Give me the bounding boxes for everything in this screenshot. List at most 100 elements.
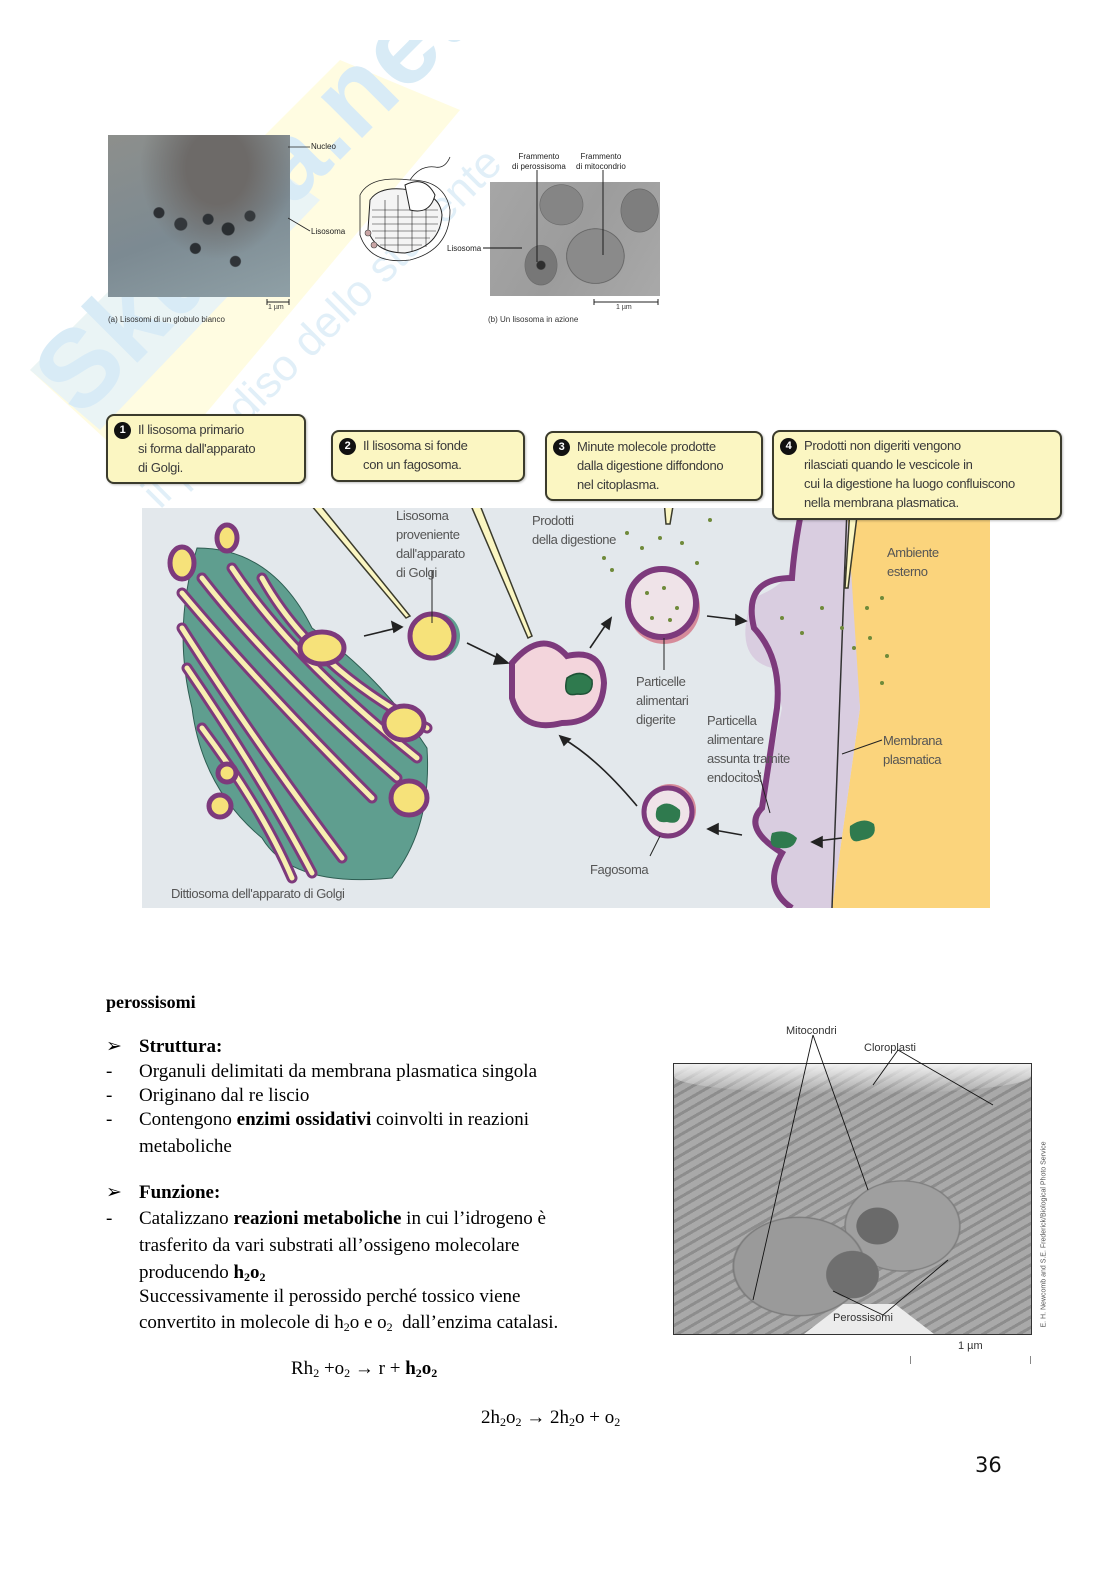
photo-credit-text: E. H. Newcomb and S.E. Frederick/Biologi… (1040, 1141, 1048, 1328)
cell-sketch (359, 156, 451, 262)
label-ambiente-esterno: Ambiente esterno (887, 543, 939, 581)
callout-1-line1: Il lisosoma primario (138, 422, 244, 437)
label-frammento-mitocondrio-line2: di mitocondrio (576, 162, 626, 171)
label-membrana-plasmatica: Membrana plasmatica (883, 731, 942, 769)
scale-bar-a (266, 299, 290, 305)
subscript: 2 (415, 1366, 422, 1380)
arrowhead-bullet-icon: ➢ (106, 1182, 122, 1203)
text-run: Rh (291, 1358, 314, 1379)
label-prodotti-line1: Prodotti (532, 513, 574, 528)
struttura-item-2-text: Originano dal re liscio (139, 1085, 310, 1106)
subscript: 2 (343, 1320, 350, 1334)
label-frammento-perossisoma-line2: di perossisoma (512, 162, 566, 171)
callout-1-line2: si forma dall'apparato (138, 441, 256, 456)
page-number: 36 (975, 1453, 1002, 1477)
equation-2: 2h2o2 → 2h2o + o2 (481, 1405, 620, 1430)
label-prodotti-line2: della digestione (532, 532, 616, 547)
label-particella-line1: Particella (707, 713, 757, 728)
text-run: 2h (550, 1407, 569, 1428)
label-prodotti-digestione: Prodotti della digestione (532, 511, 616, 549)
callout-2: 2 Il lisosoma si fonde con un fagosoma. (331, 430, 525, 482)
external-particle (849, 820, 875, 842)
process-arrows (363, 613, 843, 849)
label-lisosoma-golgi-line2: proveniente (396, 527, 460, 542)
subscript: 2 (614, 1415, 621, 1429)
funzione-heading-text: Funzione: (139, 1182, 221, 1203)
digestion-products (602, 518, 889, 685)
callout-4-line1: Prodotti non digeriti vengono (804, 438, 961, 453)
label-particella-line3: assunta tramite (707, 751, 790, 766)
label-ambiente-line1: Ambiente (887, 545, 939, 560)
label-ambiente-line2: esterno (887, 564, 928, 579)
caption-a: (a) Lisosomi di un globulo bianco (108, 315, 225, 324)
label-frammento-mitocondrio-line1: Frammento (580, 152, 622, 161)
label-frammento-perossisoma: Frammento di perossisoma (512, 152, 566, 172)
dash-bullet: - (106, 1085, 113, 1106)
step-number-3: 3 (553, 439, 570, 456)
text-run: o e o (349, 1312, 387, 1333)
micrograph-image (673, 1063, 1032, 1335)
funzione-line2: trasferito da vari substrati all’ossigen… (139, 1235, 520, 1256)
text-run: r + (378, 1358, 406, 1379)
bold-term-reazioni: reazioni metaboliche (233, 1208, 402, 1229)
scale-label-a: 1 µm (268, 304, 284, 311)
subscript: 2 (344, 1366, 351, 1380)
scale-label-b: 1 µm (616, 304, 632, 311)
subscript: 2 (515, 1415, 522, 1429)
funzione-line5: convertito in molecole di h2o e o2 dall’… (139, 1310, 558, 1335)
text-run: h (405, 1358, 416, 1379)
label-membrana-line2: plasmatica (883, 752, 942, 767)
struttura-item-1-text: Organuli delimitati da membrana plasmati… (139, 1061, 538, 1082)
label-particella-endocitosi: Particella alimentare assunta tramite en… (707, 711, 790, 787)
label-perossisomi: Perossisomi (833, 1312, 893, 1324)
label-particella-line4: endocitosi (707, 770, 762, 785)
text-run: coinvolti in reazioni (371, 1109, 529, 1130)
funzione-line3: producendo h2o2 (139, 1260, 266, 1285)
photo-credit: E. H. Newcomb and S.E. Frederick/Biologi… (1034, 1141, 1048, 1330)
label-lisosoma-golgi-line3: dall'apparato (396, 546, 465, 561)
endocytosis-particle (770, 831, 797, 849)
label-lisosoma-golgi-line1: Lisosoma (396, 508, 449, 523)
plasma-membrane-line (748, 508, 805, 908)
callout-4-line2: rilasciati quando le vescicole in (804, 457, 973, 472)
step-number-2: 2 (339, 438, 356, 455)
callout-4-line4: nella membrana plasmatica. (804, 495, 959, 510)
label-particelle-line3: digerite (636, 712, 676, 727)
primary-lysosome (407, 611, 460, 661)
struttura-item-3-text: Contengono enzimi ossidativi coinvolti i… (139, 1107, 529, 1132)
subscript: 2 (313, 1366, 320, 1380)
phagosome (641, 784, 696, 839)
callout-1: 1 Il lisosoma primario si forma dall'app… (106, 414, 306, 484)
text-run: convertito in molecole di h (139, 1312, 344, 1333)
subscript: 2 (386, 1320, 393, 1334)
text-run: h (233, 1262, 245, 1283)
scale-label-c: 1 µm (958, 1340, 983, 1352)
struttura-item-3-line2: metaboliche (139, 1136, 232, 1157)
text-run: +o (319, 1358, 345, 1379)
callout-2-line1: Il lisosoma si fonde (363, 438, 468, 453)
arrow-icon: → (521, 1407, 550, 1428)
secondary-lysosome (509, 640, 608, 729)
label-lisosoma-golgi: Lisosoma proveniente dall'apparato di Go… (396, 506, 465, 582)
label-frammento-mitocondrio: Frammento di mitocondrio (576, 152, 626, 172)
label-dittiosoma: Dittiosoma dell'apparato di Golgi (171, 886, 345, 901)
callout-3: 3 Minute molecole prodotte dalla digesti… (545, 431, 763, 501)
dash-bullet: - (106, 1208, 113, 1229)
label-membrana-line1: Membrana (883, 733, 942, 748)
step-number-1: 1 (114, 422, 131, 439)
diagram-artwork (167, 508, 990, 908)
subscript: 2 (244, 1270, 251, 1284)
figure-a-leaders (288, 146, 311, 232)
micrograph-leaders (752, 1035, 994, 1316)
figure-b-micrograph (490, 182, 660, 296)
arrowhead-bullet-icon: ➢ (106, 1036, 122, 1057)
callout-3-line2: dalla digestione diffondono (577, 458, 724, 473)
label-particelle-digerite: Particelle alimentari digerite (636, 672, 689, 729)
label-nucleo: Nucleo (311, 142, 336, 151)
label-cloroplasti: Cloroplasti (864, 1042, 916, 1054)
formula-h2o2: h2o2 (233, 1262, 265, 1283)
figure-a-micrograph (108, 135, 290, 297)
subscript: 2 (259, 1270, 266, 1284)
subscript: 2 (500, 1415, 506, 1429)
scale-bar-b (593, 299, 659, 305)
